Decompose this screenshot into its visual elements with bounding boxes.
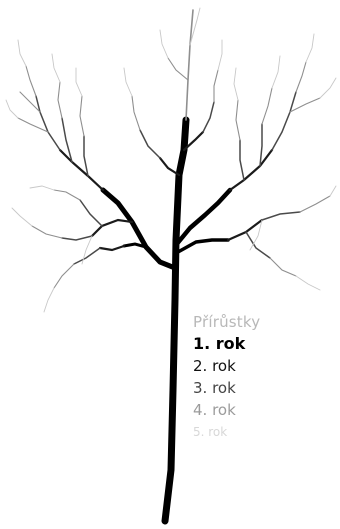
growth-legend: Přírůstky 1. rok 2. rok 3. rok 4. rok 5.… <box>193 311 333 443</box>
legend-item-year-3: 3. rok <box>193 379 236 397</box>
tree-trunk <box>161 116 190 525</box>
scaffold-branch-left-lower <box>122 242 148 249</box>
legend-item-year-4: 4. rok <box>193 401 236 419</box>
scaffold-branch-right <box>173 187 233 248</box>
legend-item-year-2: 2. rok <box>193 357 236 375</box>
growth-year-4 <box>17 57 331 289</box>
growth-year-3 <box>35 91 301 265</box>
scaffold-branch-right-lower <box>176 238 230 254</box>
growth-year-5 <box>5 7 337 313</box>
leader-shoot-top <box>189 19 198 46</box>
leader-shoot <box>185 9 194 121</box>
legend-item-year-1: 1. rok <box>193 334 246 353</box>
legend-item-year-5: 5. rok <box>193 425 228 439</box>
scaffold-branch-left <box>100 187 178 271</box>
legend-title: Přírůstky <box>193 313 261 331</box>
